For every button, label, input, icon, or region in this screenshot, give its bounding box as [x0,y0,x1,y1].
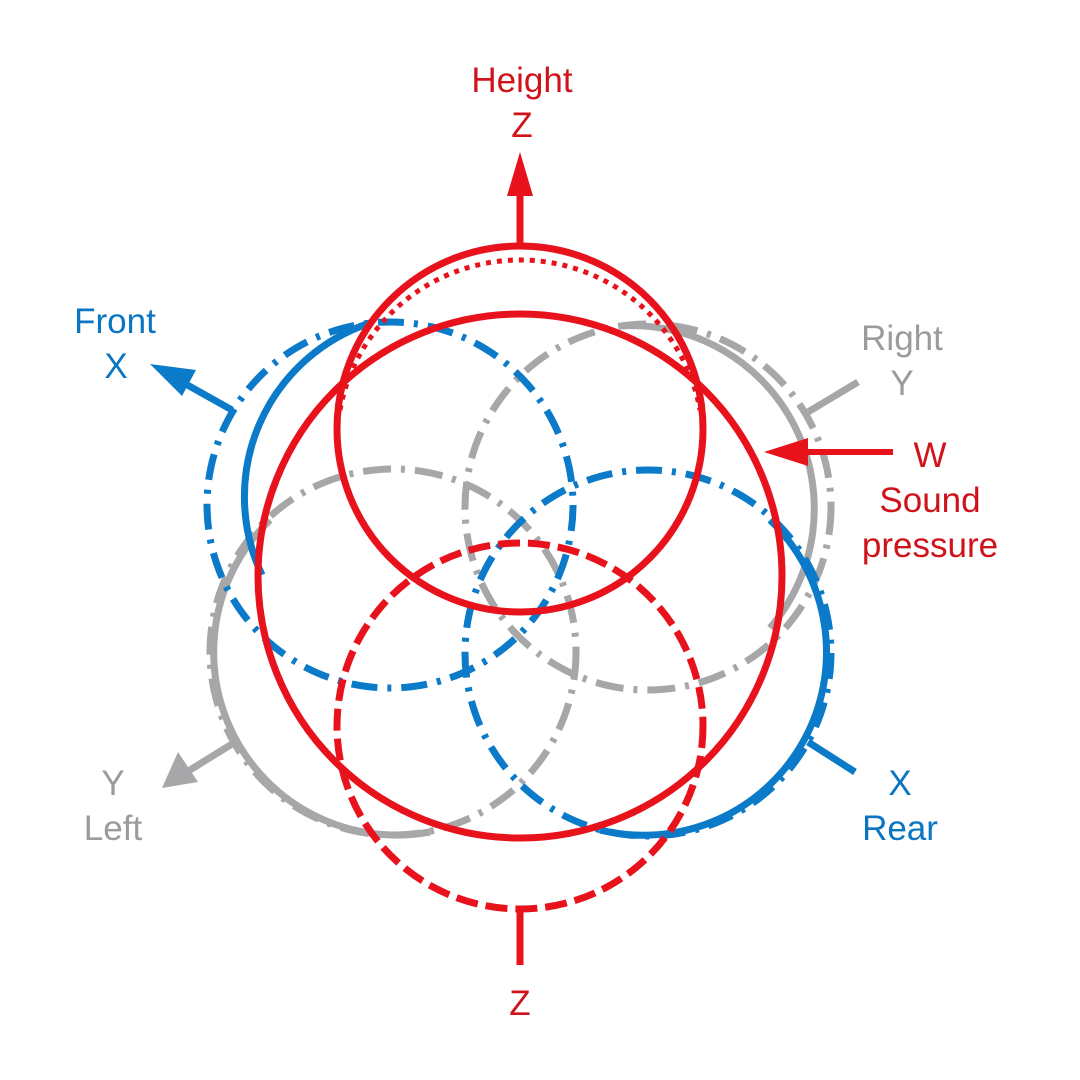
right-axis-line [806,378,860,416]
height-z-label: Z [511,106,532,145]
axis-arrows [150,152,893,965]
w-omni-circle [254,310,786,842]
left-label: Left [84,809,143,848]
front-x-label: X [104,347,127,386]
x-front-lobe-dashed [203,318,577,692]
z-bottom-lobe [333,539,707,913]
x-axis-lobes [203,318,835,840]
right-y-label: Y [890,364,913,403]
x-front-lobe-solid-arc [240,319,372,577]
x-rear-lobe-solid-arc [599,517,830,839]
front-axis-line [180,378,234,414]
height-arrowhead-icon [507,152,533,196]
front-arrowhead-icon [150,364,196,396]
pressure-label: pressure [862,526,998,565]
y-right-lobe-solid-arc [619,322,818,631]
y-right-lobe-front-half [461,320,835,694]
sound-label: Sound [879,481,980,520]
y-axis-lobes [206,320,835,839]
w-pointer-arrowhead-icon [764,438,808,466]
w-label: W [913,436,946,475]
z-top-lobe-dotted-inner [337,257,703,411]
rear-x-label: X [888,764,911,803]
left-arrowhead-icon [162,752,198,788]
left-axis-line [188,741,234,773]
right-label: Right [861,319,943,358]
bottom-z-label: Z [509,984,530,1023]
height-label: Height [471,61,572,100]
y-left-lobe-solid-arc [210,517,431,839]
rear-axis-line [806,739,857,775]
front-label: Front [74,302,156,341]
rear-label: Rear [862,809,938,848]
z-top-lobe [333,242,707,616]
left-y-label: Y [101,764,124,803]
